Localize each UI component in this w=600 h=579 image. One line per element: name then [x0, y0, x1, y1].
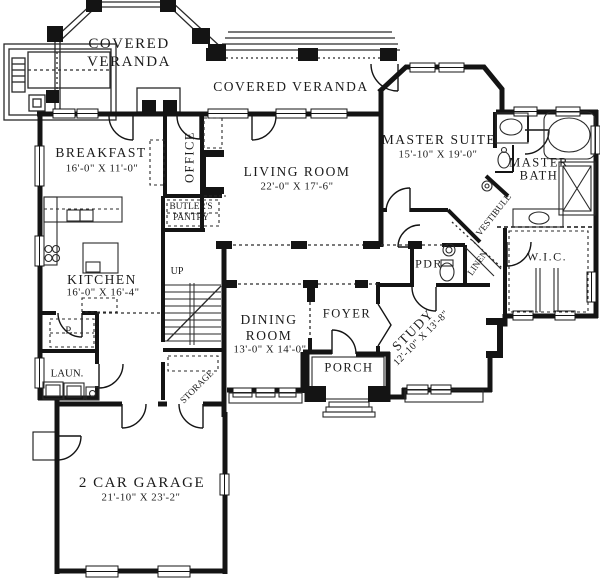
room-dims-breakfast: 16'-0" X 11'-0": [65, 162, 139, 175]
interior-walls: [40, 112, 510, 400]
veranda-structures: [3, 1, 400, 121]
room-label-office: OFFICE: [182, 130, 197, 184]
porch-posts: [306, 386, 387, 402]
room-label-foyer: FOYER: [322, 306, 372, 321]
room-label-butlers-pantry-2: PANTRY: [173, 213, 209, 224]
closet-fixtures: [464, 230, 589, 313]
doors: [32, 63, 550, 461]
room-label-garage: 2 CAR GARAGE: [78, 475, 206, 492]
study-fireplace: [486, 318, 503, 358]
room-label-kitchen: KITCHEN: [67, 271, 137, 287]
room-label-dining-2: ROOM: [245, 327, 293, 343]
room-label-dining-1: DINING: [240, 311, 298, 327]
porch-structure: [228, 356, 484, 418]
veranda-posts: [46, 0, 397, 112]
room-dims-master-suite: 15'-10" X 19'-0": [398, 148, 478, 161]
room-label-wic: W.I.C.: [526, 249, 568, 264]
room-label-veranda-center: COVERED VERANDA: [213, 78, 369, 94]
room-label-breakfast: BREAKFAST: [55, 144, 147, 160]
room-label-laundry: LAUN.: [50, 367, 84, 380]
stairs-drawing: [165, 283, 222, 345]
room-label-veranda-left-2: VERANDA: [87, 54, 171, 71]
room-label-butlers-pantry-1: BUTLER'S: [169, 202, 213, 213]
room-dims-dining: 13'-0" X 14'-0": [233, 343, 307, 356]
stairs-up-label: UP: [170, 265, 184, 277]
room-dims-living: 22'-0" X 17'-6": [260, 180, 334, 193]
powder-room-fixtures: [439, 243, 456, 282]
room-label-master-suite: MASTER SUITE: [381, 131, 497, 147]
open-passage-dashes: [97, 221, 503, 338]
room-label-master-bath-2: BATH: [519, 168, 559, 183]
room-dims-kitchen: 16'-0" X 16'-4": [66, 286, 140, 299]
room-label-powder: PDR: [415, 256, 443, 271]
room-label-pantry: P.: [65, 324, 73, 337]
room-dims-garage: 21'-10" X 23'-2": [101, 491, 181, 504]
pantry-laundry-fixtures: [42, 318, 219, 401]
colonnade-stubs: [216, 241, 422, 302]
windows: [34, 62, 600, 578]
master-bath-fixtures: [481, 111, 596, 228]
room-label-master-bath-1: MASTER: [509, 155, 569, 170]
room-label-veranda-left-1: COVERED: [88, 36, 170, 53]
room-label-living: LIVING ROOM: [243, 163, 351, 179]
living-room-fireplace: [200, 150, 226, 197]
room-label-porch: PORCH: [324, 360, 374, 375]
kitchen-fixtures: [43, 117, 223, 313]
